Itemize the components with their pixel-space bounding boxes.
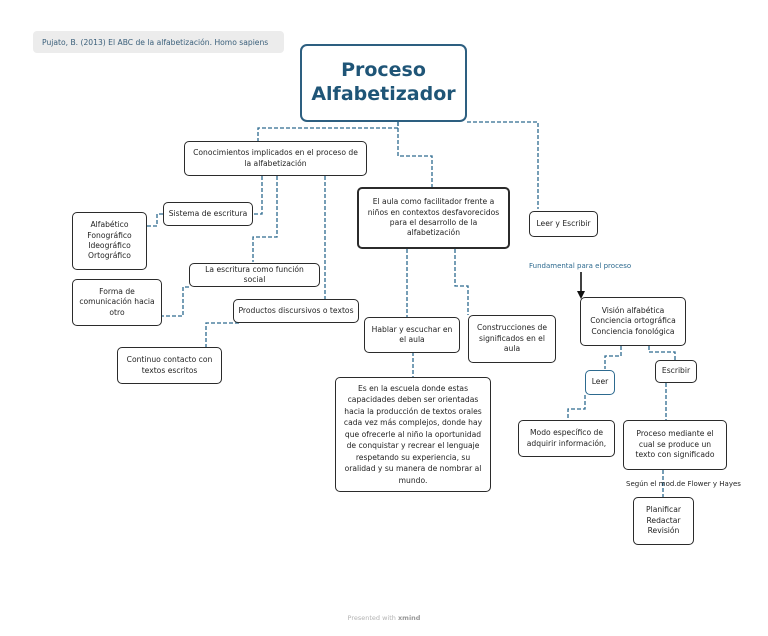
node-hablar-escuchar[interactable]: Hablar y escuchar en el aula	[364, 317, 460, 353]
paso-revision: Revisión	[647, 526, 680, 536]
node-proceso-mediante[interactable]: Proceso mediante el cual se produce un t…	[623, 420, 727, 470]
vision-alfabetica-line: Visión alfabética	[601, 305, 665, 315]
node-leer[interactable]: Leer	[585, 370, 615, 395]
footer-presented-with: Presented with xmind	[0, 614, 768, 622]
link-root-conocimientos	[257, 122, 399, 141]
link-productos-contacto	[205, 322, 239, 347]
link-funcion-forma	[162, 286, 189, 317]
node-escribir[interactable]: Escribir	[655, 360, 697, 383]
label-fundamental-proceso: Fundamental para el proceso	[529, 262, 632, 270]
paso-redactar: Redactar	[646, 515, 681, 525]
paso-planificar: Planificar	[646, 505, 681, 515]
node-leer-escribir[interactable]: Leer y Escribir	[529, 211, 598, 237]
node-aula-facilitador[interactable]: El aula como facilitador frente a niños …	[357, 187, 510, 249]
tipo-ortografico: Ortográfico	[88, 251, 131, 261]
node-tipos-escritura[interactable]: Alfabético Fonográfico Ideográfico Ortog…	[72, 212, 147, 270]
node-escuela-capacidades[interactable]: Es en la escuela donde estas capacidades…	[335, 377, 491, 492]
node-funcion-social[interactable]: La escritura como función social	[189, 263, 320, 287]
node-productos-discursivos[interactable]: Productos discursivos o textos	[233, 299, 359, 323]
link-con-sistema	[253, 176, 263, 215]
node-conocimientos[interactable]: Conocimientos implicados en el proceso d…	[184, 141, 367, 176]
link-vision-escribir	[648, 346, 676, 360]
root-title-line1: Proceso	[341, 59, 426, 82]
tipo-fonografico: Fonográfico	[87, 230, 132, 240]
footer-prefix: Presented with	[347, 614, 396, 622]
node-vision-alfabetica[interactable]: Visión alfabética Conciencia ortográfica…	[580, 297, 686, 346]
node-modo-especifico[interactable]: Modo específico de adquirir información,	[518, 420, 615, 457]
footer-brand: xmind	[397, 614, 421, 622]
tipo-alfabetico: Alfabético	[90, 220, 129, 230]
citation-label: Pujato, B. (2013) El ABC de la alfabetiz…	[33, 31, 284, 53]
node-construcciones-significados[interactable]: Construcciones de significados en el aul…	[468, 315, 556, 363]
node-contacto-textos[interactable]: Continuo contacto con textos escritos	[117, 347, 222, 384]
link-root-aula	[397, 122, 433, 187]
tipo-ideografico: Ideográfico	[88, 241, 131, 250]
node-forma-comunicacion[interactable]: Forma de comunicación hacia otro	[72, 279, 162, 326]
root-title-line2: Alfabetizador	[311, 83, 456, 105]
node-planificar-redactar-revision[interactable]: Planificar Redactar Revisión	[633, 497, 694, 545]
conciencia-ortografica-line: Conciencia ortográfica	[590, 316, 676, 326]
link-aula-construcciones	[454, 249, 469, 315]
root-node-proceso-alfabetizador[interactable]: Proceso Alfabetizador	[300, 44, 467, 122]
link-leer-modo	[567, 395, 586, 420]
link-sistema-tipos	[147, 213, 163, 227]
conciencia-fonologica-line: Conciencia fonológica	[591, 326, 675, 336]
node-sistema-escritura[interactable]: Sistema de escritura	[163, 202, 253, 226]
link-vision-leer	[604, 346, 622, 369]
link-con-funcion	[252, 176, 278, 262]
label-segun-flower-hayes: Según el mod.de Flower y Hayes	[626, 480, 741, 488]
